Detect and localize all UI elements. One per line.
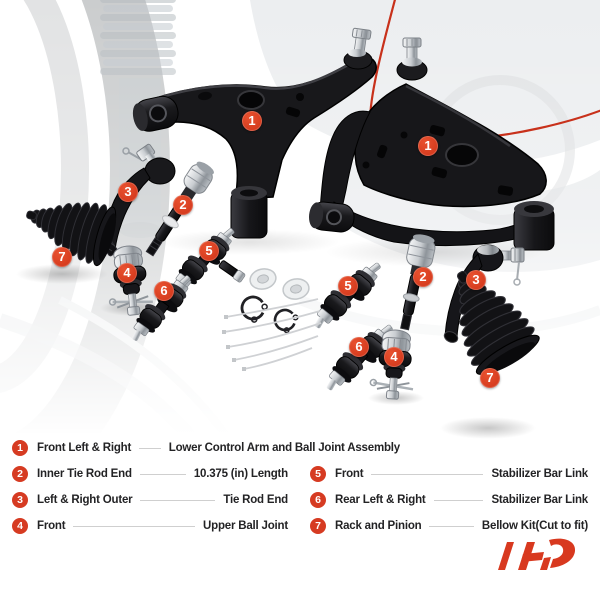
bushing-right-arm-front <box>308 201 355 233</box>
ball-stud-right-arm <box>396 37 428 81</box>
callout-2-left: 2 <box>173 195 193 215</box>
bushing-left-arm-front <box>132 95 179 132</box>
callout-7-right: 7 <box>480 368 500 388</box>
callout-2-right: 2 <box>413 267 433 287</box>
washers <box>249 268 310 300</box>
snap-rings <box>240 295 299 334</box>
callout-1-right-arm: 1 <box>418 136 438 156</box>
bushing-left-arm-rear <box>230 186 268 239</box>
control-arm-right <box>308 37 555 251</box>
control-arm-left <box>132 27 377 239</box>
callout-3-left: 3 <box>118 182 138 202</box>
brand-logo-icon <box>498 538 576 570</box>
zip-ties <box>222 298 322 371</box>
link-stud <box>218 260 246 283</box>
callout-7-left: 7 <box>52 247 72 267</box>
callout-4-right: 4 <box>384 347 404 367</box>
callout-5-right: 5 <box>338 276 358 296</box>
callout-5-left: 5 <box>199 241 219 261</box>
callout-6-right: 6 <box>349 337 369 357</box>
callout-4-left: 4 <box>117 263 137 283</box>
bushing-right-arm-rear <box>513 201 555 251</box>
ball-stud-left-arm <box>351 27 372 54</box>
callout-6-left: 6 <box>154 281 174 301</box>
callout-1-left-arm: 1 <box>242 111 262 131</box>
callout-3-right: 3 <box>466 270 486 290</box>
